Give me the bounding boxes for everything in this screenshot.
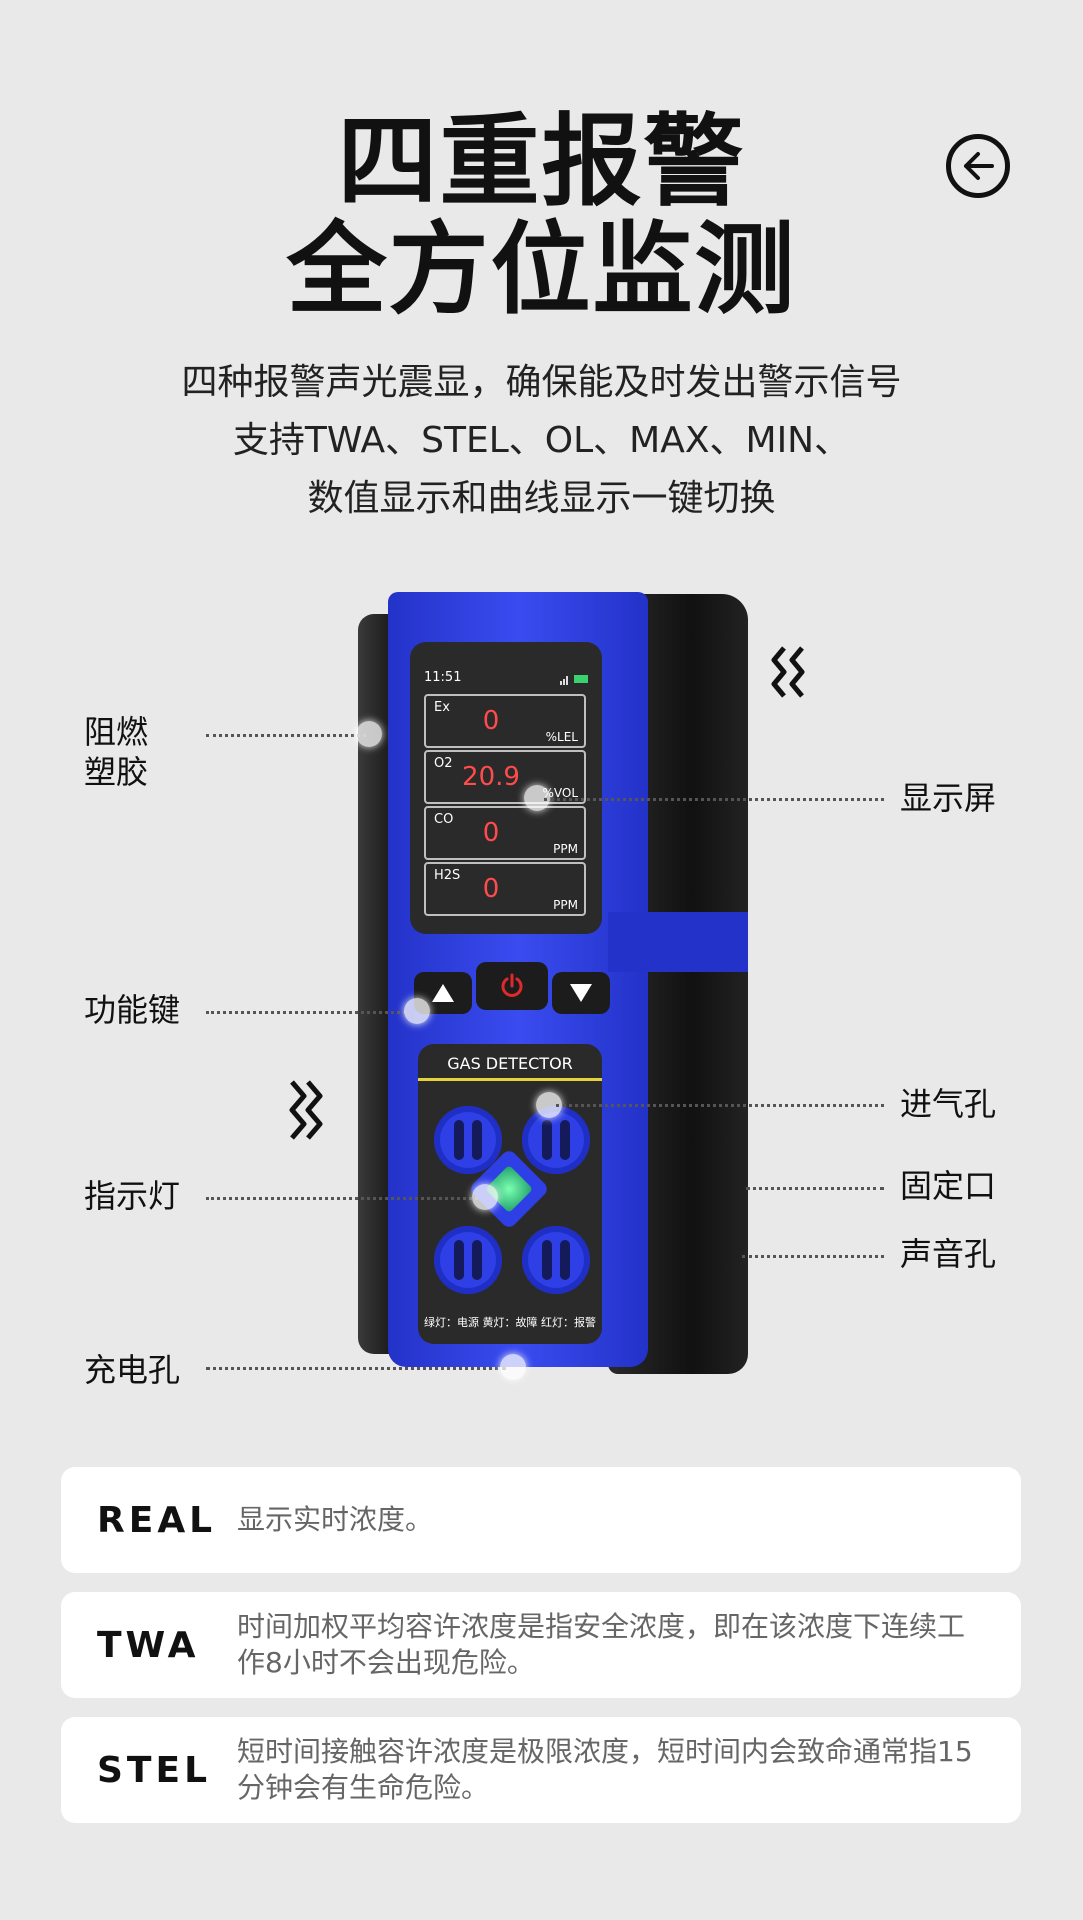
info-card-real: REAL 显示实时浓度。 [61, 1467, 1021, 1573]
callout-line [742, 1255, 884, 1258]
sound-hole [434, 1226, 502, 1294]
callout-line [206, 1367, 506, 1370]
reading-row-h2s: H2S 0 PPM [424, 862, 586, 916]
back-button[interactable] [946, 134, 1010, 198]
gas-detector-label: GAS DETECTOR [447, 1054, 573, 1073]
down-button[interactable] [552, 972, 610, 1014]
reading-row-o2: O2 20.9 %VOL [424, 750, 586, 804]
callout-marker [472, 1184, 498, 1210]
triangle-up-icon [432, 984, 454, 1002]
card-label: REAL [97, 1499, 217, 1541]
vibration-icon [771, 646, 805, 698]
callout-display: 显示屏 [900, 779, 997, 817]
triangle-down-icon [570, 984, 592, 1002]
callout-line [206, 1011, 406, 1014]
sound-hole [522, 1226, 590, 1294]
subtitle-line-3: 数值显示和曲线显示一键切换 [307, 478, 776, 519]
air-inlet-hole [522, 1106, 590, 1174]
title-line-2: 全方位监测 [286, 211, 797, 328]
info-card-twa: TWA 时间加权平均容许浓度是指安全浓度，即在该浓度下连续工作8小时不会出现危险… [61, 1592, 1021, 1698]
vibration-icon [289, 1080, 323, 1140]
device-blue-band [608, 912, 748, 972]
signal-battery-icon [560, 670, 590, 685]
callout-function-key: 功能键 [84, 991, 181, 1029]
card-description: 显示实时浓度。 [237, 1503, 434, 1536]
sensor-panel: GAS DETECTOR 绿灯：电源 黄灯：故障 红灯：报警 [418, 1044, 602, 1344]
callout-line [556, 1104, 884, 1107]
circle-arrow-left-icon [964, 152, 994, 180]
callout-air-inlet: 进气孔 [900, 1085, 997, 1123]
callout-sound-hole: 声音孔 [900, 1235, 997, 1273]
callout-indicator: 指示灯 [84, 1177, 181, 1215]
callout-line [206, 1197, 478, 1200]
callout-marker [500, 1354, 526, 1380]
callout-line [544, 798, 884, 801]
info-card-stel: STEL 短时间接触容许浓度是极限浓度，短时间内会致命通常指15分钟会有生命危险… [61, 1717, 1021, 1823]
card-description: 时间加权平均容许浓度是指安全浓度，即在该浓度下连续工作8小时不会出现危险。 [237, 1610, 966, 1679]
reading-row-ex: Ex 0 %LEL [424, 694, 586, 748]
card-label: STEL [97, 1749, 212, 1791]
card-label: TWA [97, 1624, 200, 1666]
callout-line [746, 1187, 884, 1190]
callout-flame-retardant: 阻燃 塑胶 [84, 713, 149, 791]
callout-marker [404, 998, 430, 1024]
subtitle-line-2: 支持TWA、STEL、OL、MAX、MIN、 [232, 420, 851, 461]
display-screen: 11:51 Ex 0 %LEL O2 20.9 %VOL CO 0 PPM H2… [410, 642, 602, 934]
title-line-1: 四重报警 [337, 103, 746, 220]
callout-mount: 固定口 [900, 1167, 997, 1205]
yellow-stripe [418, 1078, 602, 1081]
power-icon [501, 973, 523, 997]
callout-line [206, 734, 366, 737]
callout-marker [356, 721, 382, 747]
power-button[interactable] [476, 962, 548, 1010]
callout-charging-port: 充电孔 [84, 1351, 181, 1389]
gas-detector-device: 11:51 Ex 0 %LEL O2 20.9 %VOL CO 0 PPM H2… [358, 592, 748, 1382]
reading-row-co: CO 0 PPM [424, 806, 586, 860]
screen-time: 11:51 [424, 670, 462, 685]
card-description: 短时间接触容许浓度是极限浓度，短时间内会致命通常指15分钟会有生命危险。 [237, 1735, 973, 1804]
subtitle-line-1: 四种报警声光震显，确保能及时发出警示信号 [181, 362, 902, 403]
air-inlet-hole [434, 1106, 502, 1174]
light-legend: 绿灯：电源 黄灯：故障 红灯：报警 [424, 1316, 596, 1329]
